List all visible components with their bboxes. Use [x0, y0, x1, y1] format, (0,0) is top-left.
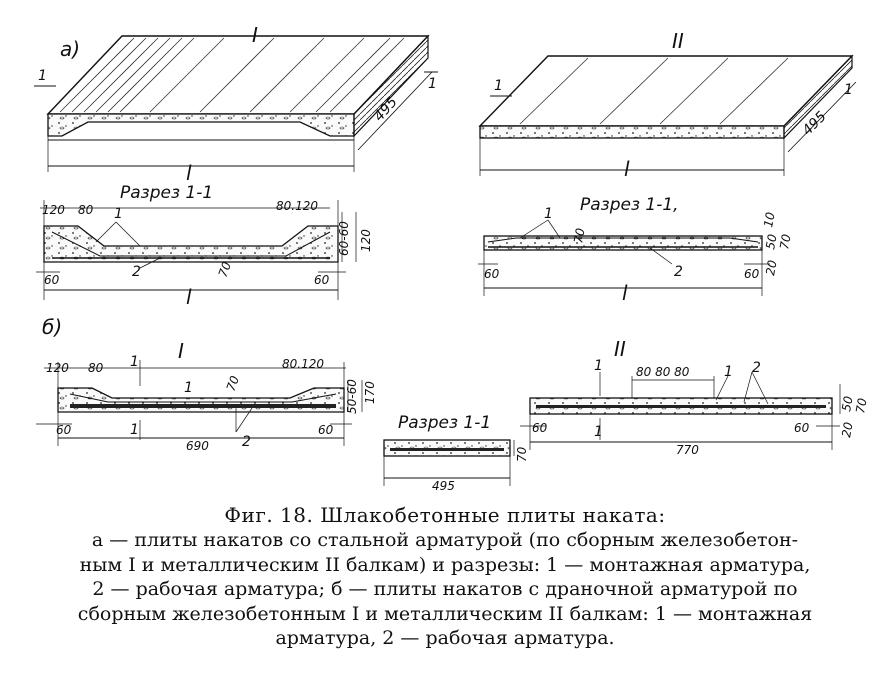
- rebar-1-b2: 1: [724, 364, 733, 380]
- caption-line-3: 2 — рабочая арматура; б — плиты накатов …: [92, 578, 798, 600]
- dim-60-b2-right: 60: [794, 421, 810, 435]
- rebar-2-a2: 2: [674, 264, 683, 280]
- dim-50-a2: 50: [763, 233, 780, 251]
- slab-a-II-isometric: [478, 54, 857, 176]
- section-marker-b2-top: 1: [594, 358, 603, 374]
- dim-60-60-a1: 60-60: [337, 221, 351, 256]
- dim-20-a2: 20: [763, 259, 780, 277]
- panel-a-label: а): [60, 37, 80, 61]
- section-marker-b2-bottom: 1: [594, 424, 603, 440]
- slab-b-I-profile: [36, 360, 363, 446]
- dim-495-b: 495: [432, 479, 455, 493]
- dim-80-120-a1: 80.120: [276, 199, 318, 213]
- dim-60-b2-left: 60: [532, 421, 548, 435]
- dim-120-b1: 120: [46, 361, 69, 375]
- length-l-a2-section: l: [622, 281, 628, 305]
- caption-line-5: арматура, 2 — рабочая арматура.: [275, 627, 615, 649]
- rebar-2-b1: 2: [242, 434, 251, 450]
- dim-60-a1-left: 60: [44, 273, 60, 287]
- section-a2-profile: [478, 219, 770, 296]
- dim-80-a1: 80: [78, 203, 94, 217]
- caption-title: Фиг. 18. Шлакобетонные плиты наката:: [224, 503, 666, 527]
- dim-60-a2-left: 60: [484, 267, 500, 281]
- slab-a-I-isometric: [34, 34, 438, 172]
- dim-70-b1: 70: [224, 374, 243, 393]
- dim-770-b2: 770: [676, 443, 699, 457]
- roman-II-a: II: [672, 29, 684, 53]
- dim-120-a1-vert: 120: [359, 229, 373, 252]
- caption-line-1: а — плиты накатов со стальной арматурой …: [91, 529, 799, 551]
- section-title-a1: Разрез 1-1: [120, 183, 213, 203]
- dim-120-a1: 120: [42, 203, 65, 217]
- dim-70-a2-vert: 70: [777, 233, 794, 251]
- dim-60-a2-right: 60: [744, 267, 760, 281]
- dim-10-a2: 10: [761, 211, 778, 229]
- caption-line-2: ным I и металлическим II балкам) и разре…: [79, 553, 811, 576]
- slab-drawings-figure: а) I 1 1 495 l II 1 1 495 l Разрез 1-1: [34, 23, 870, 493]
- dim-70-a2: 70: [571, 227, 588, 245]
- section-marker-b1-bottom: 1: [130, 422, 139, 438]
- panel-b-label: б): [42, 315, 62, 339]
- dim-70-a1: 70: [216, 260, 235, 279]
- figure-caption: Фиг. 18. Шлакобетонные плиты наката: а —…: [0, 502, 890, 651]
- section-marker-a1-left: 1: [38, 68, 47, 84]
- roman-II-b: II: [614, 337, 626, 361]
- dim-60-a1-right: 60: [314, 273, 330, 287]
- dim-690-b1: 690: [186, 439, 209, 453]
- dim-70-b2: 70: [853, 397, 870, 415]
- section-marker-a2-right: 1: [844, 82, 853, 98]
- length-l-a1-section: l: [186, 285, 192, 309]
- slab-b-II-profile: [520, 371, 841, 450]
- section-title-b: Разрез 1-1: [398, 413, 491, 433]
- dim-60-b1-right: 60: [318, 423, 334, 437]
- section-title-a2: Разрез 1-1,: [580, 195, 679, 215]
- dim-50-b2: 50: [839, 395, 856, 413]
- rebar-2-b2: 2: [752, 360, 761, 376]
- roman-I-a: I: [252, 23, 258, 47]
- dim-80-b1: 80: [88, 361, 104, 375]
- dim-170-b1: 170: [363, 381, 377, 404]
- length-l-a2: l: [624, 157, 630, 181]
- section-marker-b1-top: 1: [130, 354, 139, 370]
- dim-50-60-b1: 50-60: [345, 379, 359, 414]
- dim-60-b1-left: 60: [56, 423, 72, 437]
- dim-20-b2: 20: [839, 421, 856, 439]
- caption-line-4: сборным железобетонным I и металлическим…: [77, 602, 813, 625]
- rebar-1-a1: 1: [114, 206, 123, 222]
- dim-70-b-section: 70: [515, 446, 529, 462]
- dim-80-80-80-b2: 80 80 80: [636, 365, 690, 379]
- rebar-1-b1: 1: [184, 380, 193, 396]
- section-marker-a1-right: 1: [428, 76, 437, 92]
- dim-80-120-b1: 80.120: [282, 357, 324, 371]
- rebar-1-a2: 1: [544, 206, 553, 222]
- section-b-profile: [383, 439, 515, 486]
- section-marker-a2-left: 1: [494, 78, 503, 94]
- roman-I-b: I: [178, 339, 184, 363]
- length-l-a1: l: [186, 161, 192, 185]
- section-a1-profile: [36, 200, 357, 300]
- rebar-2-a1: 2: [132, 264, 141, 280]
